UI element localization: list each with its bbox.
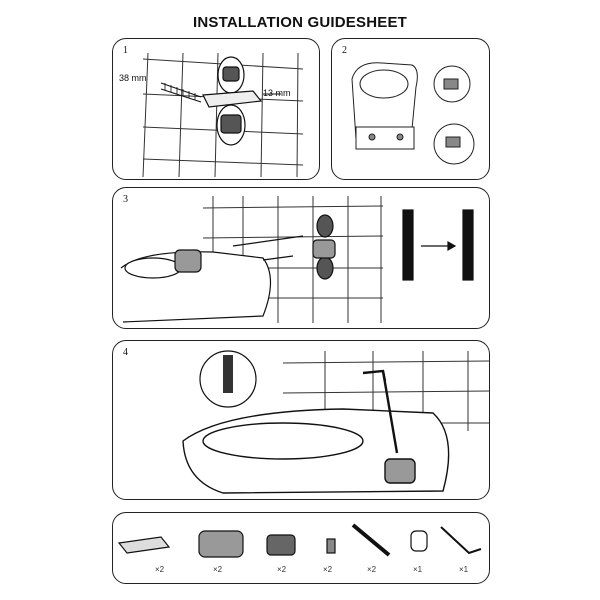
step-4-panel: 4 bbox=[112, 340, 490, 500]
step-number: 2 bbox=[342, 45, 347, 56]
parts-illustration bbox=[117, 523, 482, 558]
part-qty: ×1 bbox=[459, 565, 469, 574]
part-qty: ×2 bbox=[277, 565, 287, 574]
step-2-panel: 2 bbox=[331, 38, 490, 180]
part-qty: ×2 bbox=[213, 565, 223, 574]
step-1-illustration bbox=[142, 52, 304, 178]
step-number: 3 bbox=[123, 194, 128, 205]
dimension-label-38mm: 38 mm bbox=[119, 73, 147, 83]
part-qty: ×1 bbox=[413, 565, 423, 574]
step-3-panel: 3 bbox=[112, 187, 490, 329]
sleeve-anchor-icon bbox=[117, 536, 171, 554]
parts-panel: ×2 ×2 ×2 ×2 ×2 ×1 ×1 bbox=[112, 512, 490, 584]
page-title: INSTALLATION GUIDESHEET bbox=[192, 14, 408, 31]
part-qty: ×2 bbox=[367, 565, 377, 574]
seal-ring-icon bbox=[410, 530, 428, 552]
step-1-panel: 1 38 mm 13 mm bbox=[112, 38, 320, 180]
step-2-illustration bbox=[351, 62, 475, 165]
allen-key-icon bbox=[440, 526, 482, 555]
part-qty: ×2 bbox=[155, 565, 165, 574]
dimension-label-13mm: 13 mm bbox=[263, 88, 291, 98]
step-number: 4 bbox=[123, 347, 128, 358]
screw-cap-icon bbox=[266, 534, 296, 556]
set-screw-icon bbox=[326, 538, 336, 554]
step-3-illustration bbox=[120, 196, 474, 323]
threaded-rod-icon bbox=[351, 523, 391, 557]
part-qty: ×2 bbox=[323, 565, 333, 574]
step-4-illustration bbox=[182, 350, 489, 494]
step-number: 1 bbox=[123, 45, 128, 56]
threaded-bracket-icon bbox=[198, 530, 244, 558]
